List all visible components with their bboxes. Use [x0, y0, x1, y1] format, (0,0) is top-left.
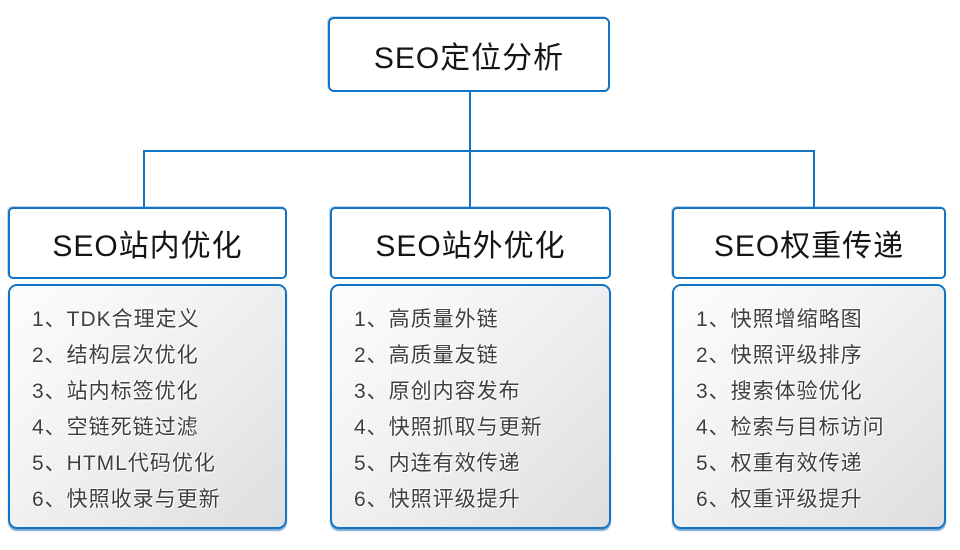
- list-item: 2、结构层次优化: [32, 344, 199, 367]
- branch-list-weight-transfer: 1、快照增缩略图 2、快照评级排序 3、搜索体验优化 4、检索与目标访问 5、权…: [672, 284, 946, 529]
- connector-drop-branch-2: [469, 150, 471, 207]
- branch-node-label: SEO权重传递: [713, 230, 905, 263]
- list-item: 3、原创内容发布: [354, 380, 521, 403]
- list-item: 5、权重有效传递: [696, 452, 863, 475]
- list-item: 1、高质量外链: [354, 308, 499, 331]
- list-item: 6、快照收录与更新: [32, 488, 221, 511]
- branch-node-weight-transfer: SEO权重传递: [672, 207, 946, 279]
- list-item: 5、内连有效传递: [354, 452, 521, 475]
- branch-node-offsite: SEO站外优化: [330, 207, 611, 279]
- list-item: 1、TDK合理定义: [32, 308, 200, 331]
- connector-drop-branch-1: [143, 150, 145, 207]
- root-node-seo-positioning: SEO定位分析: [328, 17, 610, 92]
- list-item: 3、搜索体验优化: [696, 380, 863, 403]
- list-item: 2、快照评级排序: [696, 344, 863, 367]
- connector-drop-branch-3: [813, 150, 815, 207]
- list-item: 4、空链死链过滤: [32, 416, 199, 439]
- list-item: 2、高质量友链: [354, 344, 499, 367]
- branch-list-offsite: 1、高质量外链 2、高质量友链 3、原创内容发布 4、快照抓取与更新 5、内连有…: [330, 284, 611, 529]
- branch-node-onsite: SEO站内优化: [8, 207, 287, 279]
- branch-node-label: SEO站内优化: [52, 230, 243, 263]
- connector-horizontal: [143, 150, 815, 152]
- list-item: 6、快照评级提升: [354, 488, 521, 511]
- root-node-label: SEO定位分析: [373, 41, 565, 75]
- list-item: 4、检索与目标访问: [696, 416, 885, 439]
- list-item: 6、权重评级提升: [696, 488, 863, 511]
- list-item: 4、快照抓取与更新: [354, 416, 543, 439]
- list-item: 1、快照增缩略图: [696, 308, 863, 331]
- branch-list-onsite: 1、TDK合理定义 2、结构层次优化 3、站内标签优化 4、空链死链过滤 5、H…: [8, 284, 287, 529]
- branch-node-label: SEO站外优化: [375, 230, 566, 263]
- connector-root-vertical: [469, 92, 471, 151]
- list-item: 3、站内标签优化: [32, 380, 199, 403]
- list-item: 5、HTML代码优化: [32, 452, 216, 475]
